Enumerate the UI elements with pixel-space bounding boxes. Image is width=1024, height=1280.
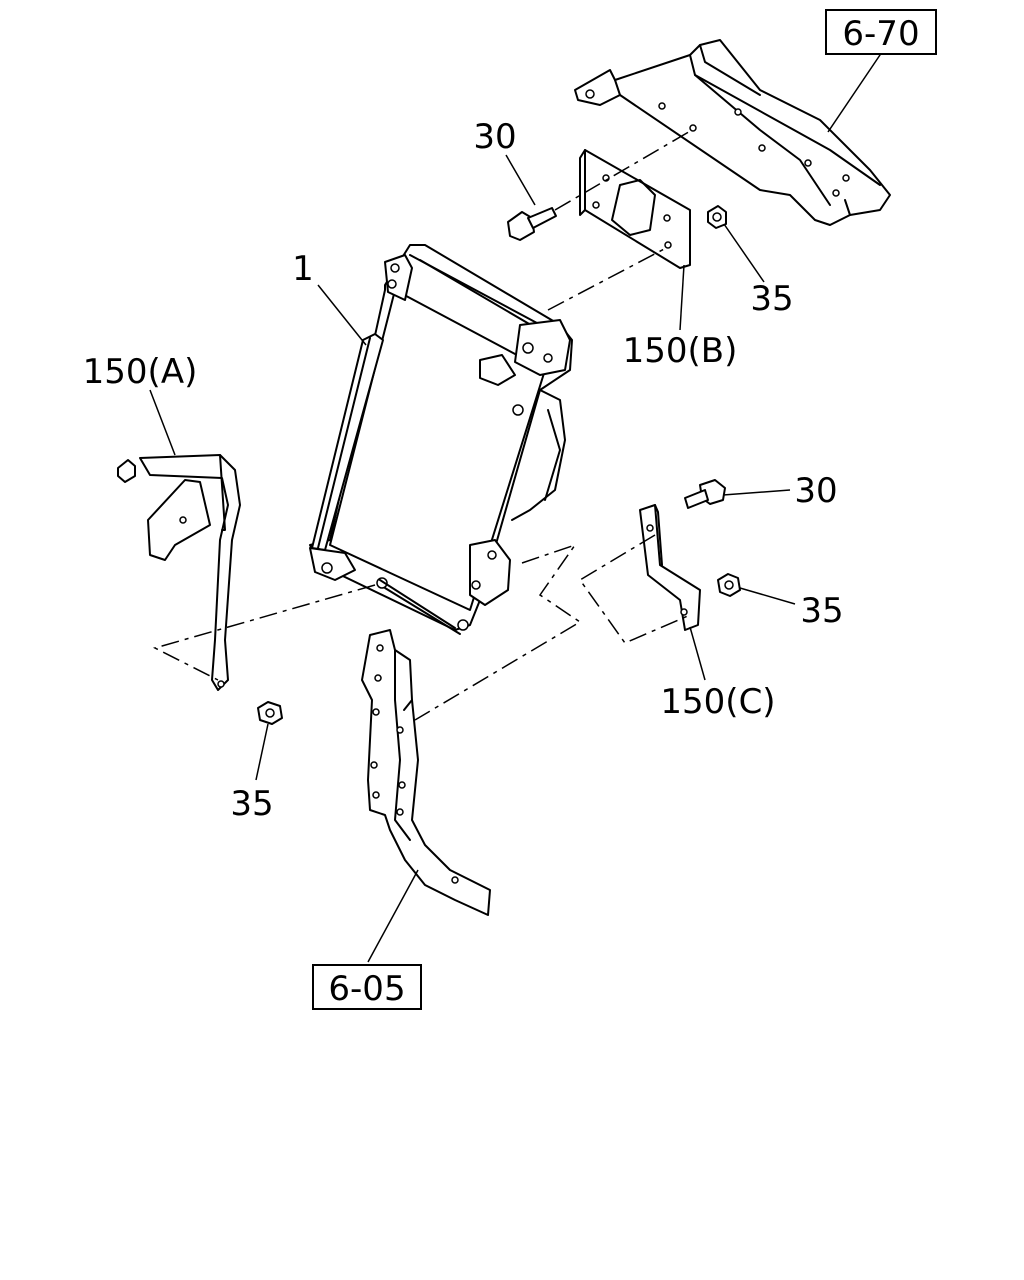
nut-35-bottom	[257, 701, 283, 725]
frame-member-6-70	[574, 39, 891, 226]
frame-member-6-05	[361, 629, 491, 916]
callout-bracket-150a[interactable]: 150(A)	[83, 352, 198, 392]
callout-6-70[interactable]: 6-70	[825, 9, 937, 55]
callout-6-05-label: 6-05	[328, 969, 405, 1009]
callout-bracket-150b[interactable]: 150(B)	[623, 331, 738, 371]
callout-bracket-150c[interactable]: 150(C)	[660, 682, 775, 722]
bracket-150a	[117, 454, 241, 691]
bracket-150b	[579, 149, 691, 269]
callout-bolt-30-top[interactable]: 30	[473, 117, 516, 157]
assembly-lines	[152, 129, 693, 721]
leader-lines	[149, 51, 883, 963]
callout-part-1[interactable]: 1	[292, 249, 314, 289]
nut-35-top	[707, 205, 727, 229]
nut-35-right	[717, 573, 741, 597]
callout-nut-35-right[interactable]: 35	[800, 591, 843, 631]
callout-6-05[interactable]: 6-05	[312, 964, 422, 1010]
callout-nut-35-top[interactable]: 35	[750, 279, 793, 319]
callout-6-70-label: 6-70	[842, 14, 919, 54]
callout-nut-35-bottom[interactable]: 35	[230, 784, 273, 824]
bolt-30-top	[507, 207, 557, 241]
condenser-assembly	[309, 244, 573, 635]
bracket-150c	[639, 504, 701, 631]
bolt-30-right	[684, 479, 726, 509]
callout-bolt-30-right[interactable]: 30	[794, 471, 837, 511]
